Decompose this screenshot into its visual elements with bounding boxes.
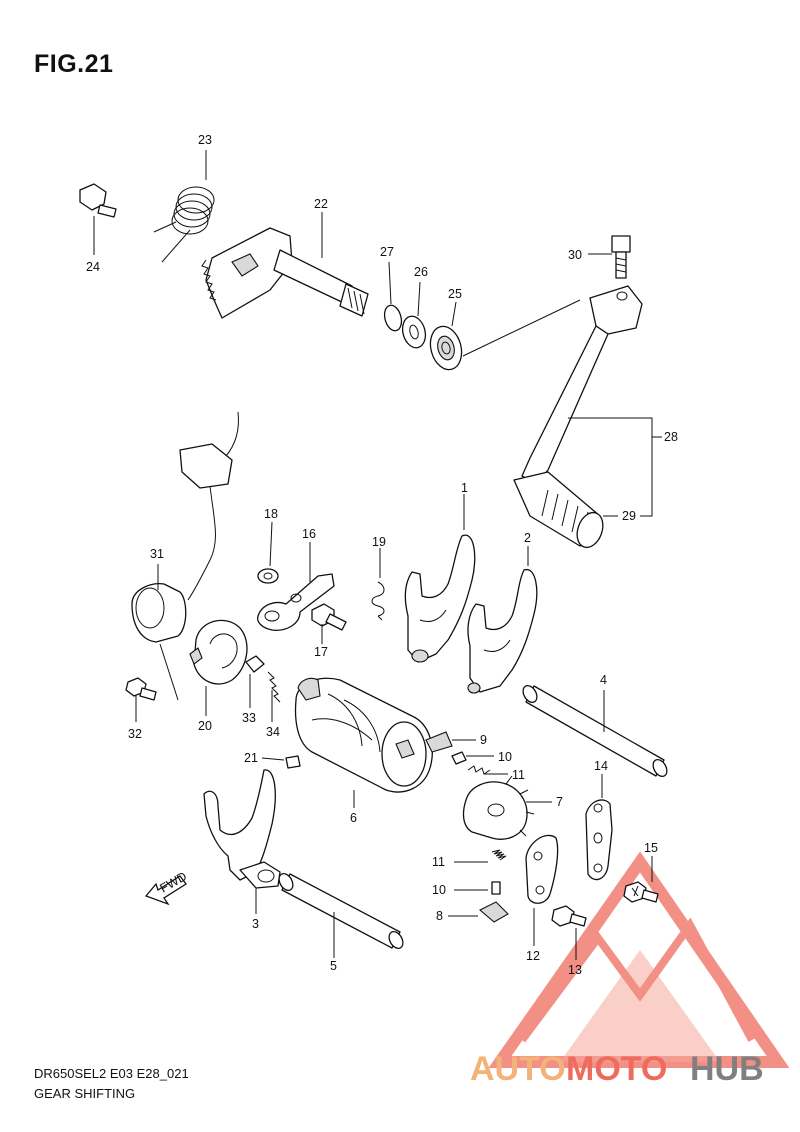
part-26-washer: [401, 315, 427, 349]
part-31-gear-position-switch: [131, 411, 239, 643]
part-33-pin: [245, 655, 265, 673]
part-28-gearshift-lever: [521, 285, 643, 485]
callout-5: 5: [330, 959, 337, 973]
callout-10-upper: 10: [498, 750, 512, 764]
part-20-cam-plate: [189, 619, 248, 685]
watermark-wordmark: AUTO MOTO HUB: [470, 1050, 764, 1088]
callout-4: 4: [600, 673, 607, 687]
part-10-pin-upper: [451, 751, 467, 765]
callout-24: 24: [86, 260, 100, 274]
callout-20: 20: [198, 719, 212, 733]
watermark-auto: AUTO: [470, 1050, 566, 1088]
callout-34: 34: [266, 725, 280, 739]
callout-9: 9: [480, 733, 487, 747]
part-6-gearshift-cam: [294, 677, 433, 793]
callout-14: 14: [594, 759, 608, 773]
callout-11-lower: 11: [432, 855, 445, 869]
callout-32: 32: [128, 727, 142, 741]
callout-8: 8: [436, 909, 443, 923]
part-7-cam-gear: [462, 775, 535, 840]
part-15-screw: [623, 881, 659, 903]
part-25-oil-seal: [429, 325, 463, 371]
part-13-screw: [551, 905, 587, 927]
callout-10-lower: 10: [432, 883, 446, 897]
watermark-moto: MOTO: [566, 1050, 667, 1088]
part-21-pin: [285, 755, 301, 769]
part-19-spring: [371, 581, 385, 621]
callout-12: 12: [526, 949, 540, 963]
callout-15: 15: [644, 841, 658, 855]
part-16-stopper-arm: [256, 573, 335, 631]
callout-26: 26: [414, 265, 428, 279]
part-18-washer: [257, 568, 279, 584]
callout-18: 18: [264, 507, 278, 521]
callout-13: 13: [568, 963, 582, 977]
watermark-hub: HUB: [690, 1050, 764, 1088]
part-4-fork-shaft: [522, 684, 668, 778]
callout-33: 33: [242, 711, 256, 725]
callout-21: 21: [244, 751, 258, 765]
watermark-triangle-logo: [488, 851, 790, 1068]
part-24-bolt: [79, 183, 117, 218]
part-22-shift-shaft: [201, 227, 369, 319]
part-9-pawl: [425, 731, 453, 753]
callout-6: 6: [350, 811, 357, 825]
figure-title: FIG.21: [34, 50, 114, 78]
part-3-shift-fork: [203, 769, 281, 889]
callout-28: 28: [664, 430, 678, 444]
part-17-bolt: [311, 603, 347, 631]
part-23-spring: [153, 186, 215, 263]
part-8-pawl-lower: [479, 901, 509, 923]
callout-29: 29: [622, 509, 636, 523]
part-1-shift-fork: [404, 534, 476, 663]
part-2-shift-fork: [467, 569, 538, 694]
part-27-circlip: [383, 304, 403, 332]
model-code: DR650SEL2 E03 E28_021: [34, 1066, 189, 1081]
callout-25: 25: [448, 287, 462, 301]
part-32-screw: [125, 677, 157, 701]
part-14-plate: [585, 799, 613, 881]
callout-11-upper: 11: [512, 768, 525, 782]
callout-7: 7: [556, 795, 563, 809]
part-29-rubber: [513, 471, 604, 549]
callout-17: 17: [314, 645, 328, 659]
part-34-spring: [267, 671, 281, 703]
callout-23: 23: [198, 133, 212, 147]
callout-31: 31: [150, 547, 164, 561]
part-30-bolt: [611, 235, 631, 279]
callout-1: 1: [461, 481, 468, 495]
part-5-fork-shaft: [278, 872, 404, 950]
callout-16: 16: [302, 527, 316, 541]
section-name: GEAR SHIFTING: [34, 1086, 136, 1101]
callout-19: 19: [372, 535, 386, 549]
part-12-pawl-lifter: [525, 834, 559, 904]
part-10-pin-lower: [491, 881, 501, 895]
part-11-spring-upper: [467, 765, 491, 775]
callout-22: 22: [314, 197, 328, 211]
part-11-spring-lower: [491, 849, 507, 861]
callout-27: 27: [380, 245, 394, 259]
callout-2: 2: [524, 531, 531, 545]
forward-direction-arrow-icon: FWD: [144, 869, 189, 906]
callout-3: 3: [252, 917, 259, 931]
callout-30: 30: [568, 248, 582, 262]
